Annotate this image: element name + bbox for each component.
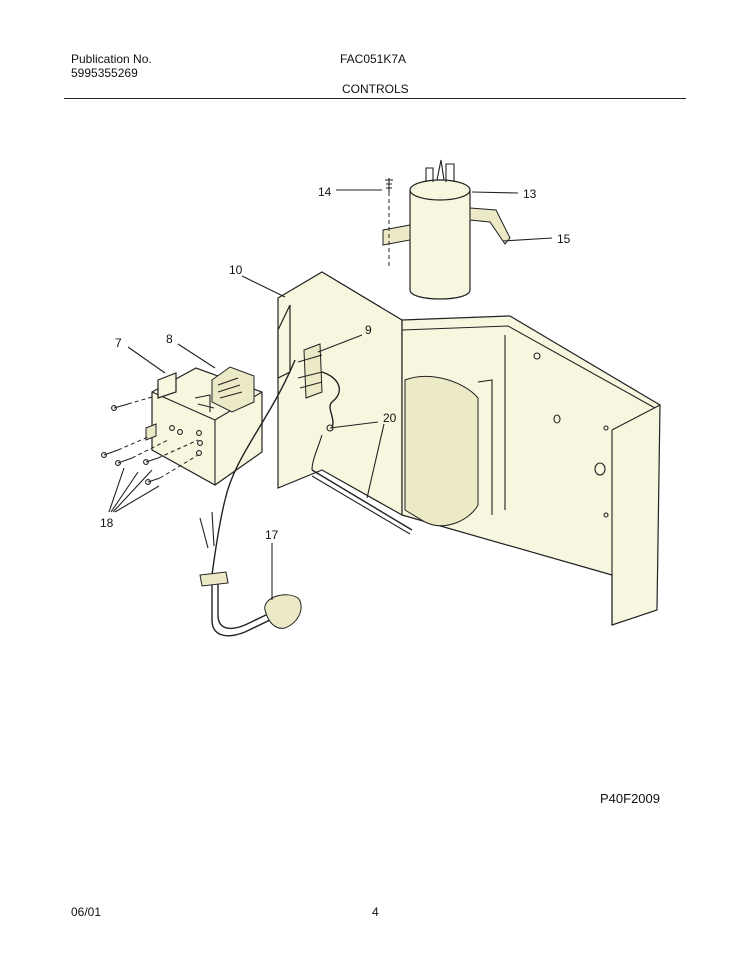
callout-18: 18 (100, 516, 114, 530)
thermostat (297, 343, 340, 429)
panel-hole (603, 425, 609, 431)
panel-hole (594, 462, 606, 476)
panel-hole (533, 352, 541, 360)
callout-8: 8 (166, 332, 173, 346)
capacitor (382, 159, 511, 300)
leader-lines (108, 189, 553, 600)
panel-hole (553, 414, 561, 424)
callout-7: 7 (115, 336, 122, 350)
strain-relief (199, 571, 229, 587)
page-number: 4 (372, 905, 379, 919)
screw-icon (385, 178, 393, 192)
callout-9: 9 (365, 323, 372, 337)
plug-icon (264, 594, 302, 629)
panel-hole (603, 512, 609, 518)
callout-20: 20 (383, 411, 397, 425)
capacitor-strap (469, 207, 511, 245)
model-number: FAC051K7A (340, 52, 407, 66)
callout-10: 10 (229, 263, 243, 277)
screw-set (101, 396, 199, 485)
figure-code: P40F2009 (600, 791, 660, 806)
callout-13: 13 (523, 187, 537, 201)
publication-number: 5995355269 (71, 66, 138, 80)
callout-15: 15 (557, 232, 571, 246)
rotary-switch (211, 366, 255, 413)
power-cord (199, 359, 302, 637)
callout-17: 17 (265, 528, 279, 542)
section-title: CONTROLS (342, 82, 409, 96)
control-panel (277, 271, 661, 626)
header-rule (64, 98, 686, 99)
control-box (145, 366, 263, 486)
publication-label: Publication No. (71, 52, 152, 66)
footer-date: 06/01 (71, 905, 102, 919)
callout-14: 14 (318, 185, 332, 199)
